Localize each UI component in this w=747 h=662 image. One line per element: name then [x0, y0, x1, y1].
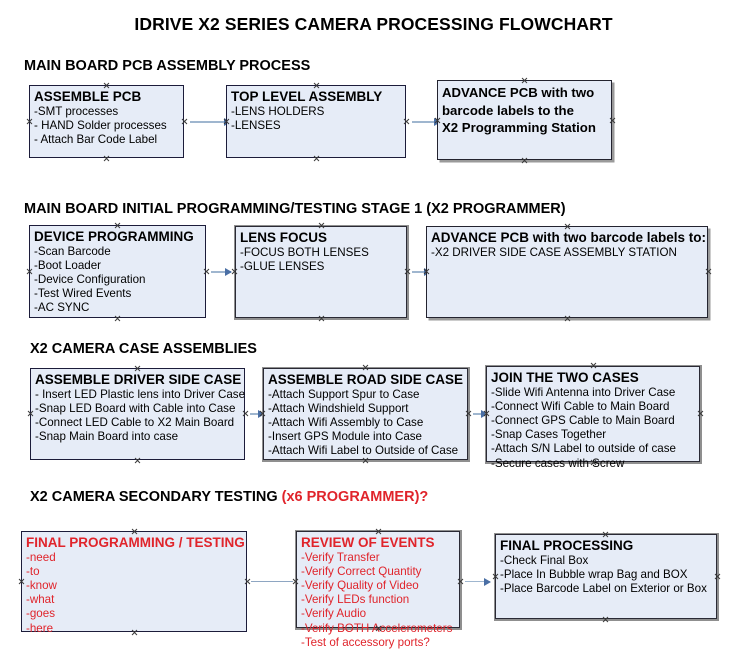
box-line: -SMT processes — [34, 104, 119, 118]
box-line: -Test Wired Events — [34, 287, 132, 301]
box-title: FINAL PROCESSING — [500, 538, 634, 553]
box-line: -Secure cases with Screw — [491, 456, 625, 470]
box-line: -Verify Audio — [301, 607, 367, 621]
box-line: -Verify Transfer — [301, 550, 380, 564]
arrow-assemble-pcb-to-top-level-assembly — [190, 118, 231, 126]
box-advance-pcb-driver-side-case[interactable]: ADVANCE PCB with two barcode labels to: … — [426, 226, 708, 318]
box-line: -Connect LED Cable to X2 Main Board — [35, 415, 235, 429]
box-line: -LENSES — [231, 118, 281, 132]
box-final-processing[interactable]: FINAL PROCESSING -Check Final Box -Place… — [495, 534, 717, 619]
box-line: -Attach Wifi Label to Outside of Case — [268, 444, 459, 458]
arrow-driver-side-to-road-side — [250, 410, 265, 418]
box-title: TOP LEVEL ASSEMBLY — [231, 89, 383, 104]
box-line: -Verify LEDs function — [301, 593, 410, 607]
box-title: ASSEMBLE DRIVER SIDE CASE — [35, 372, 242, 387]
box-line: -what — [26, 593, 55, 607]
box-line: -Boot Loader — [34, 258, 102, 272]
box-line: -Verify Quality of Video — [301, 578, 419, 592]
box-line: - Insert LED Plastic lens into Driver Ca… — [35, 387, 246, 401]
box-title: ASSEMBLE PCB — [34, 89, 142, 104]
box-line: -here — [26, 621, 54, 635]
box-final-programming-testing[interactable]: FINAL PROGRAMMING / TESTING -need -to -k… — [21, 531, 247, 635]
arrow-device-programming-to-lens-focus — [211, 268, 232, 276]
box-line: -Snap LED Board with Cable into Case — [35, 401, 236, 415]
section-heading-x2-camera-case-assemblies: X2 CAMERA CASE ASSEMBLIES — [30, 341, 257, 357]
box-line: -Snap Cases Together — [491, 428, 607, 442]
box-title: FINAL PROGRAMMING / TESTING — [26, 535, 245, 550]
box-line: -Connect GPS Cable to Main Board — [491, 413, 675, 427]
box-line: - Attach Bar Code Label — [34, 132, 158, 146]
section-heading-text: MAIN BOARD PCB ASSEMBLY PROCESS — [24, 58, 311, 74]
arrow-review-of-events-to-final-processing — [465, 578, 491, 586]
box-assemble-pcb[interactable]: ASSEMBLE PCB -SMT processes - HAND Solde… — [29, 85, 184, 158]
section-heading-main-board-pcb-assembly: MAIN BOARD PCB ASSEMBLY PROCESS — [24, 58, 310, 74]
box-assemble-road-side-case[interactable]: ASSEMBLE ROAD SIDE CASE -Attach Support … — [263, 368, 468, 460]
box-line: -know — [26, 578, 57, 592]
box-line: -need — [26, 550, 56, 564]
section-heading-text: X2 CAMERA SECONDARY TESTING — [30, 489, 282, 505]
box-line: -LENS HOLDERS — [231, 104, 325, 118]
section-heading-red-text: (x6 PROGRAMMER)? — [281, 489, 429, 505]
box-line: -Verify BOTH Accelerometers — [301, 621, 453, 635]
box-title: ASSEMBLE ROAD SIDE CASE — [268, 372, 464, 387]
box-line: -GLUE LENSES — [240, 259, 325, 273]
section-heading-x2-camera-secondary-testing: X2 CAMERA SECONDARY TESTING (x6 PROGRAMM… — [30, 489, 428, 505]
box-join-the-two-cases[interactable]: JOIN THE TWO CASES -Slide Wifi Antenna i… — [486, 366, 700, 470]
box-title: ADVANCE PCB with two — [442, 85, 595, 100]
connector-final-programming-to-review-of-events — [251, 581, 293, 582]
box-lens-focus[interactable]: LENS FOCUS -FOCUS BOTH LENSES -GLUE LENS… — [235, 226, 407, 318]
box-title-line: barcode labels to the — [442, 102, 574, 118]
box-line: -Insert GPS Module into Case — [268, 430, 423, 444]
box-line: - HAND Solder processes — [34, 118, 167, 132]
section-heading-text: MAIN BOARD INITIAL PROGRAMMING/TESTING S… — [24, 201, 566, 217]
box-line: -Check Final Box — [500, 553, 589, 567]
box-line-overflow: -Test of accessory ports? — [301, 635, 430, 649]
box-line: -Attach Windshield Support — [268, 401, 409, 415]
box-line: -Attach Wifi Assembly to Case — [268, 415, 424, 429]
box-line: -Snap Main Board into case — [35, 430, 179, 444]
section-heading-text: X2 CAMERA CASE ASSEMBLIES — [30, 341, 257, 357]
box-line: -Place In Bubble wrap Bag and BOX — [500, 567, 688, 581]
box-line: -to — [26, 564, 40, 578]
box-title: DEVICE PROGRAMMING — [34, 229, 194, 244]
box-line: -Place Barcode Label on Exterior or Box — [500, 581, 707, 595]
box-line: -FOCUS BOTH LENSES — [240, 245, 369, 259]
arrow-top-level-assembly-to-advance-pcb — [412, 118, 441, 126]
box-top-level-assembly[interactable]: TOP LEVEL ASSEMBLY -LENS HOLDERS -LENSES — [226, 85, 406, 158]
box-device-programming[interactable]: DEVICE PROGRAMMING -Scan Barcode -Boot L… — [29, 225, 206, 318]
box-advance-pcb-x2-programming-station[interactable]: ADVANCE PCB with two barcode labels to t… — [437, 80, 612, 160]
arrow-road-side-to-join-cases — [473, 410, 488, 418]
box-line: -Attach S/N Label to outside of case — [491, 442, 676, 456]
box-line: -Slide Wifi Antenna into Driver Case — [491, 385, 676, 399]
box-title: ADVANCE PCB with two barcode labels to: — [431, 230, 707, 245]
box-line: -Device Configuration — [34, 272, 146, 286]
box-line: -goes — [26, 607, 56, 621]
box-title: LENS FOCUS — [240, 230, 328, 245]
box-assemble-driver-side-case[interactable]: ASSEMBLE DRIVER SIDE CASE - Insert LED P… — [30, 368, 245, 460]
box-title-line: X2 Programming Station — [442, 120, 596, 135]
box-title: JOIN THE TWO CASES — [491, 370, 639, 385]
page-title: IDRIVE X2 SERIES CAMERA PROCESSING FLOWC… — [134, 14, 613, 34]
box-line: -X2 DRIVER SIDE CASE ASSEMBLY STATION — [431, 245, 677, 259]
box-title: REVIEW OF EVENTS — [301, 535, 435, 550]
box-line: -Attach Support Spur to Case — [268, 387, 420, 401]
box-line: -Scan Barcode — [34, 244, 111, 258]
box-line: -Connect Wifi Cable to Main Board — [491, 399, 670, 413]
section-heading-main-board-initial-programming: MAIN BOARD INITIAL PROGRAMMING/TESTING S… — [24, 201, 566, 217]
box-line: -AC SYNC — [34, 301, 90, 315]
box-line: -Verify Correct Quantity — [301, 564, 422, 578]
box-review-of-events[interactable]: REVIEW OF EVENTS -Verify Transfer -Verif… — [296, 531, 460, 649]
